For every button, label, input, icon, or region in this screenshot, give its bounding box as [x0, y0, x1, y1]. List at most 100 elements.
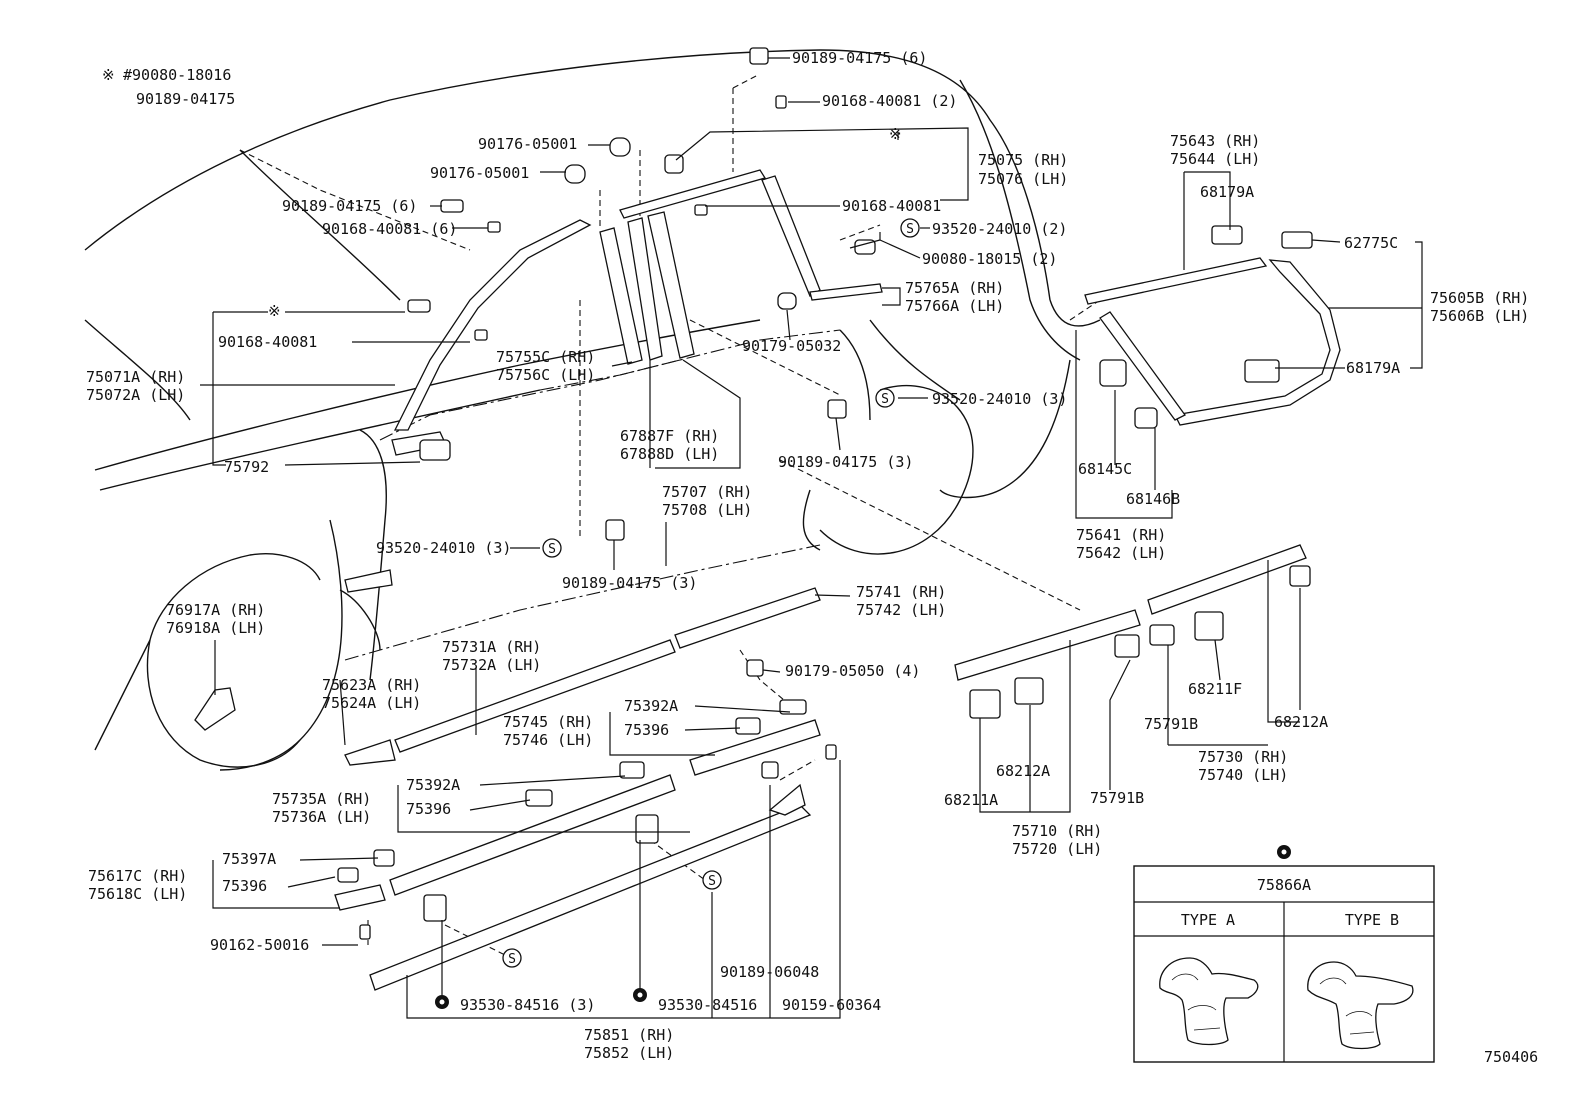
diagram-id: 750406: [1484, 1048, 1538, 1066]
part-labels: ※ #90080-18016 90189-04175 ※ ※ 90189-041…: [86, 49, 1529, 1062]
s-markers: S S S S S: [502, 218, 920, 968]
svg-text:S: S: [508, 952, 516, 967]
label: 90168-40081: [218, 333, 317, 351]
label: 75791B: [1144, 715, 1198, 733]
label: 90179-05032: [742, 337, 841, 355]
label: 75643 (RH): [1170, 132, 1260, 150]
label: 75072A (LH): [86, 386, 185, 404]
type-b-label: TYPE B: [1345, 911, 1399, 929]
bullet-dots: [435, 845, 1291, 1009]
solid-leaders: [200, 57, 1423, 1019]
label: 75396: [222, 877, 267, 895]
symbol-x-mark: ※: [889, 125, 902, 143]
label: 93520-24010 (3): [932, 390, 1067, 408]
label: 75644 (LH): [1170, 150, 1260, 168]
label: 67887F (RH): [620, 427, 719, 445]
label: 90179-05050 (4): [785, 662, 920, 680]
label: 75392A: [406, 776, 460, 794]
svg-text:S: S: [881, 392, 889, 407]
label: 75791B: [1090, 789, 1144, 807]
label: 75720 (LH): [1012, 840, 1102, 858]
s-marker: S: [702, 870, 722, 890]
label: 75641 (RH): [1076, 526, 1166, 544]
label: 75765A (RH): [905, 279, 1004, 297]
type-b-clip-shape: [1307, 961, 1414, 1050]
label: 75708 (LH): [662, 501, 752, 519]
label: 75732A (LH): [442, 656, 541, 674]
label: 75766A (LH): [905, 297, 1004, 315]
label: 93520-24010 (3): [376, 539, 511, 557]
label: 90189-06048: [720, 963, 819, 981]
label: 75617C (RH): [88, 867, 187, 885]
label: 75396: [406, 800, 451, 818]
label: 75071A (RH): [86, 368, 185, 386]
label: 75606B (LH): [1430, 307, 1529, 325]
symbol-x-mark: ※: [268, 302, 281, 320]
label: 75735A (RH): [272, 790, 371, 808]
label: 68212A: [996, 762, 1050, 780]
label: 93530-84516: [658, 996, 757, 1014]
label: 75852 (LH): [584, 1044, 674, 1062]
label: 90176-05001: [478, 135, 577, 153]
label: 93530-84516 (3): [460, 996, 595, 1014]
label: 68211F: [1188, 680, 1242, 698]
label: 68145C: [1078, 460, 1132, 478]
label: 90168-40081 (2): [822, 92, 957, 110]
label: 75710 (RH): [1012, 822, 1102, 840]
label: 90168-40081: [842, 197, 941, 215]
label: 90189-04175 (3): [778, 453, 913, 471]
s-marker: S: [502, 948, 522, 968]
label: 76918A (LH): [166, 619, 265, 637]
label: 75618C (LH): [88, 885, 187, 903]
label: 75707 (RH): [662, 483, 752, 501]
label: 75624A (LH): [322, 694, 421, 712]
car-body-outline: [84, 49, 1101, 771]
svg-text:S: S: [708, 874, 716, 889]
label: 68179A: [1346, 359, 1400, 377]
parts: [194, 47, 1341, 991]
label: 90189-04175 (3): [562, 574, 697, 592]
label: 68211A: [944, 791, 998, 809]
label: 75740 (LH): [1198, 766, 1288, 784]
label: 75730 (RH): [1198, 748, 1288, 766]
legend-line-1: #90080-18016: [123, 66, 231, 84]
label: 68212A: [1274, 713, 1328, 731]
label: 75736A (LH): [272, 808, 371, 826]
type-a-clip-shape: [1159, 957, 1259, 1046]
label: 75731A (RH): [442, 638, 541, 656]
label: 90176-05001: [430, 164, 529, 182]
label: 68179A: [1200, 183, 1254, 201]
type-a-label: TYPE A: [1181, 911, 1235, 929]
label: 90189-04175 (6): [792, 49, 927, 67]
label: 75642 (LH): [1076, 544, 1166, 562]
label: 93520-24010 (2): [932, 220, 1067, 238]
label: 90080-18015 (2): [922, 250, 1057, 268]
label: 90162-50016: [210, 936, 309, 954]
label: 68146B: [1126, 490, 1180, 508]
label: 75851 (RH): [584, 1026, 674, 1044]
label: 75392A: [624, 697, 678, 715]
label: 75605B (RH): [1430, 289, 1529, 307]
detail-box-75866A: 75866A TYPE A TYPE B: [1133, 865, 1435, 1063]
s-marker: S: [542, 538, 562, 558]
label: 75755C (RH): [496, 348, 595, 366]
label: 75397A: [222, 850, 276, 868]
label: 90189-04175 (6): [282, 197, 417, 215]
label: 90168-40081 (6): [322, 220, 457, 238]
label: 67888D (LH): [620, 445, 719, 463]
label: 90159-60364: [782, 996, 881, 1014]
label: 75746 (LH): [503, 731, 593, 749]
detail-box-title: 75866A: [1257, 876, 1311, 894]
svg-text:S: S: [906, 222, 914, 237]
label: 75076 (LH): [978, 170, 1068, 188]
legend-line-2: 90189-04175: [136, 90, 235, 108]
s-marker: S: [900, 218, 920, 238]
label: 75075 (RH): [978, 151, 1068, 169]
s-marker: S: [875, 388, 895, 408]
label: 75745 (RH): [503, 713, 593, 731]
label: 75741 (RH): [856, 583, 946, 601]
label: 75742 (LH): [856, 601, 946, 619]
legend-symbol: ※: [102, 66, 115, 84]
svg-text:S: S: [548, 542, 556, 557]
